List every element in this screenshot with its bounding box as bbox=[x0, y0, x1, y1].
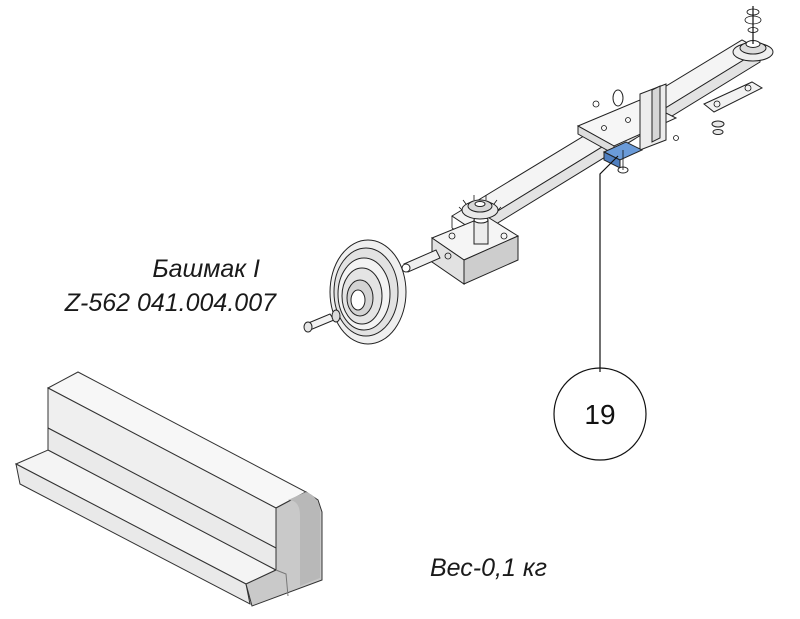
callout-number: 19 bbox=[584, 399, 615, 430]
middle-sprocket bbox=[458, 195, 502, 220]
shoe-part-render bbox=[14, 371, 323, 607]
weight-label: Вес-0,1 кг bbox=[430, 554, 547, 582]
part-code: Z-562 041.004.007 bbox=[64, 289, 277, 317]
part-label: Башмак I Z-562 041.004.007 bbox=[64, 255, 277, 317]
highlighted-part-19 bbox=[602, 141, 644, 174]
right-plate bbox=[703, 81, 764, 135]
output-shaft bbox=[401, 249, 441, 273]
pulley-bolt bbox=[303, 309, 341, 333]
callout-19: 19 bbox=[553, 155, 647, 461]
top-sprocket bbox=[732, 6, 774, 62]
gearbox-housing bbox=[430, 215, 520, 285]
mount-bracket bbox=[576, 83, 679, 155]
part-name: Башмак I bbox=[152, 255, 260, 283]
shaft-assembly bbox=[303, 6, 774, 345]
pulley-disc bbox=[329, 239, 407, 345]
